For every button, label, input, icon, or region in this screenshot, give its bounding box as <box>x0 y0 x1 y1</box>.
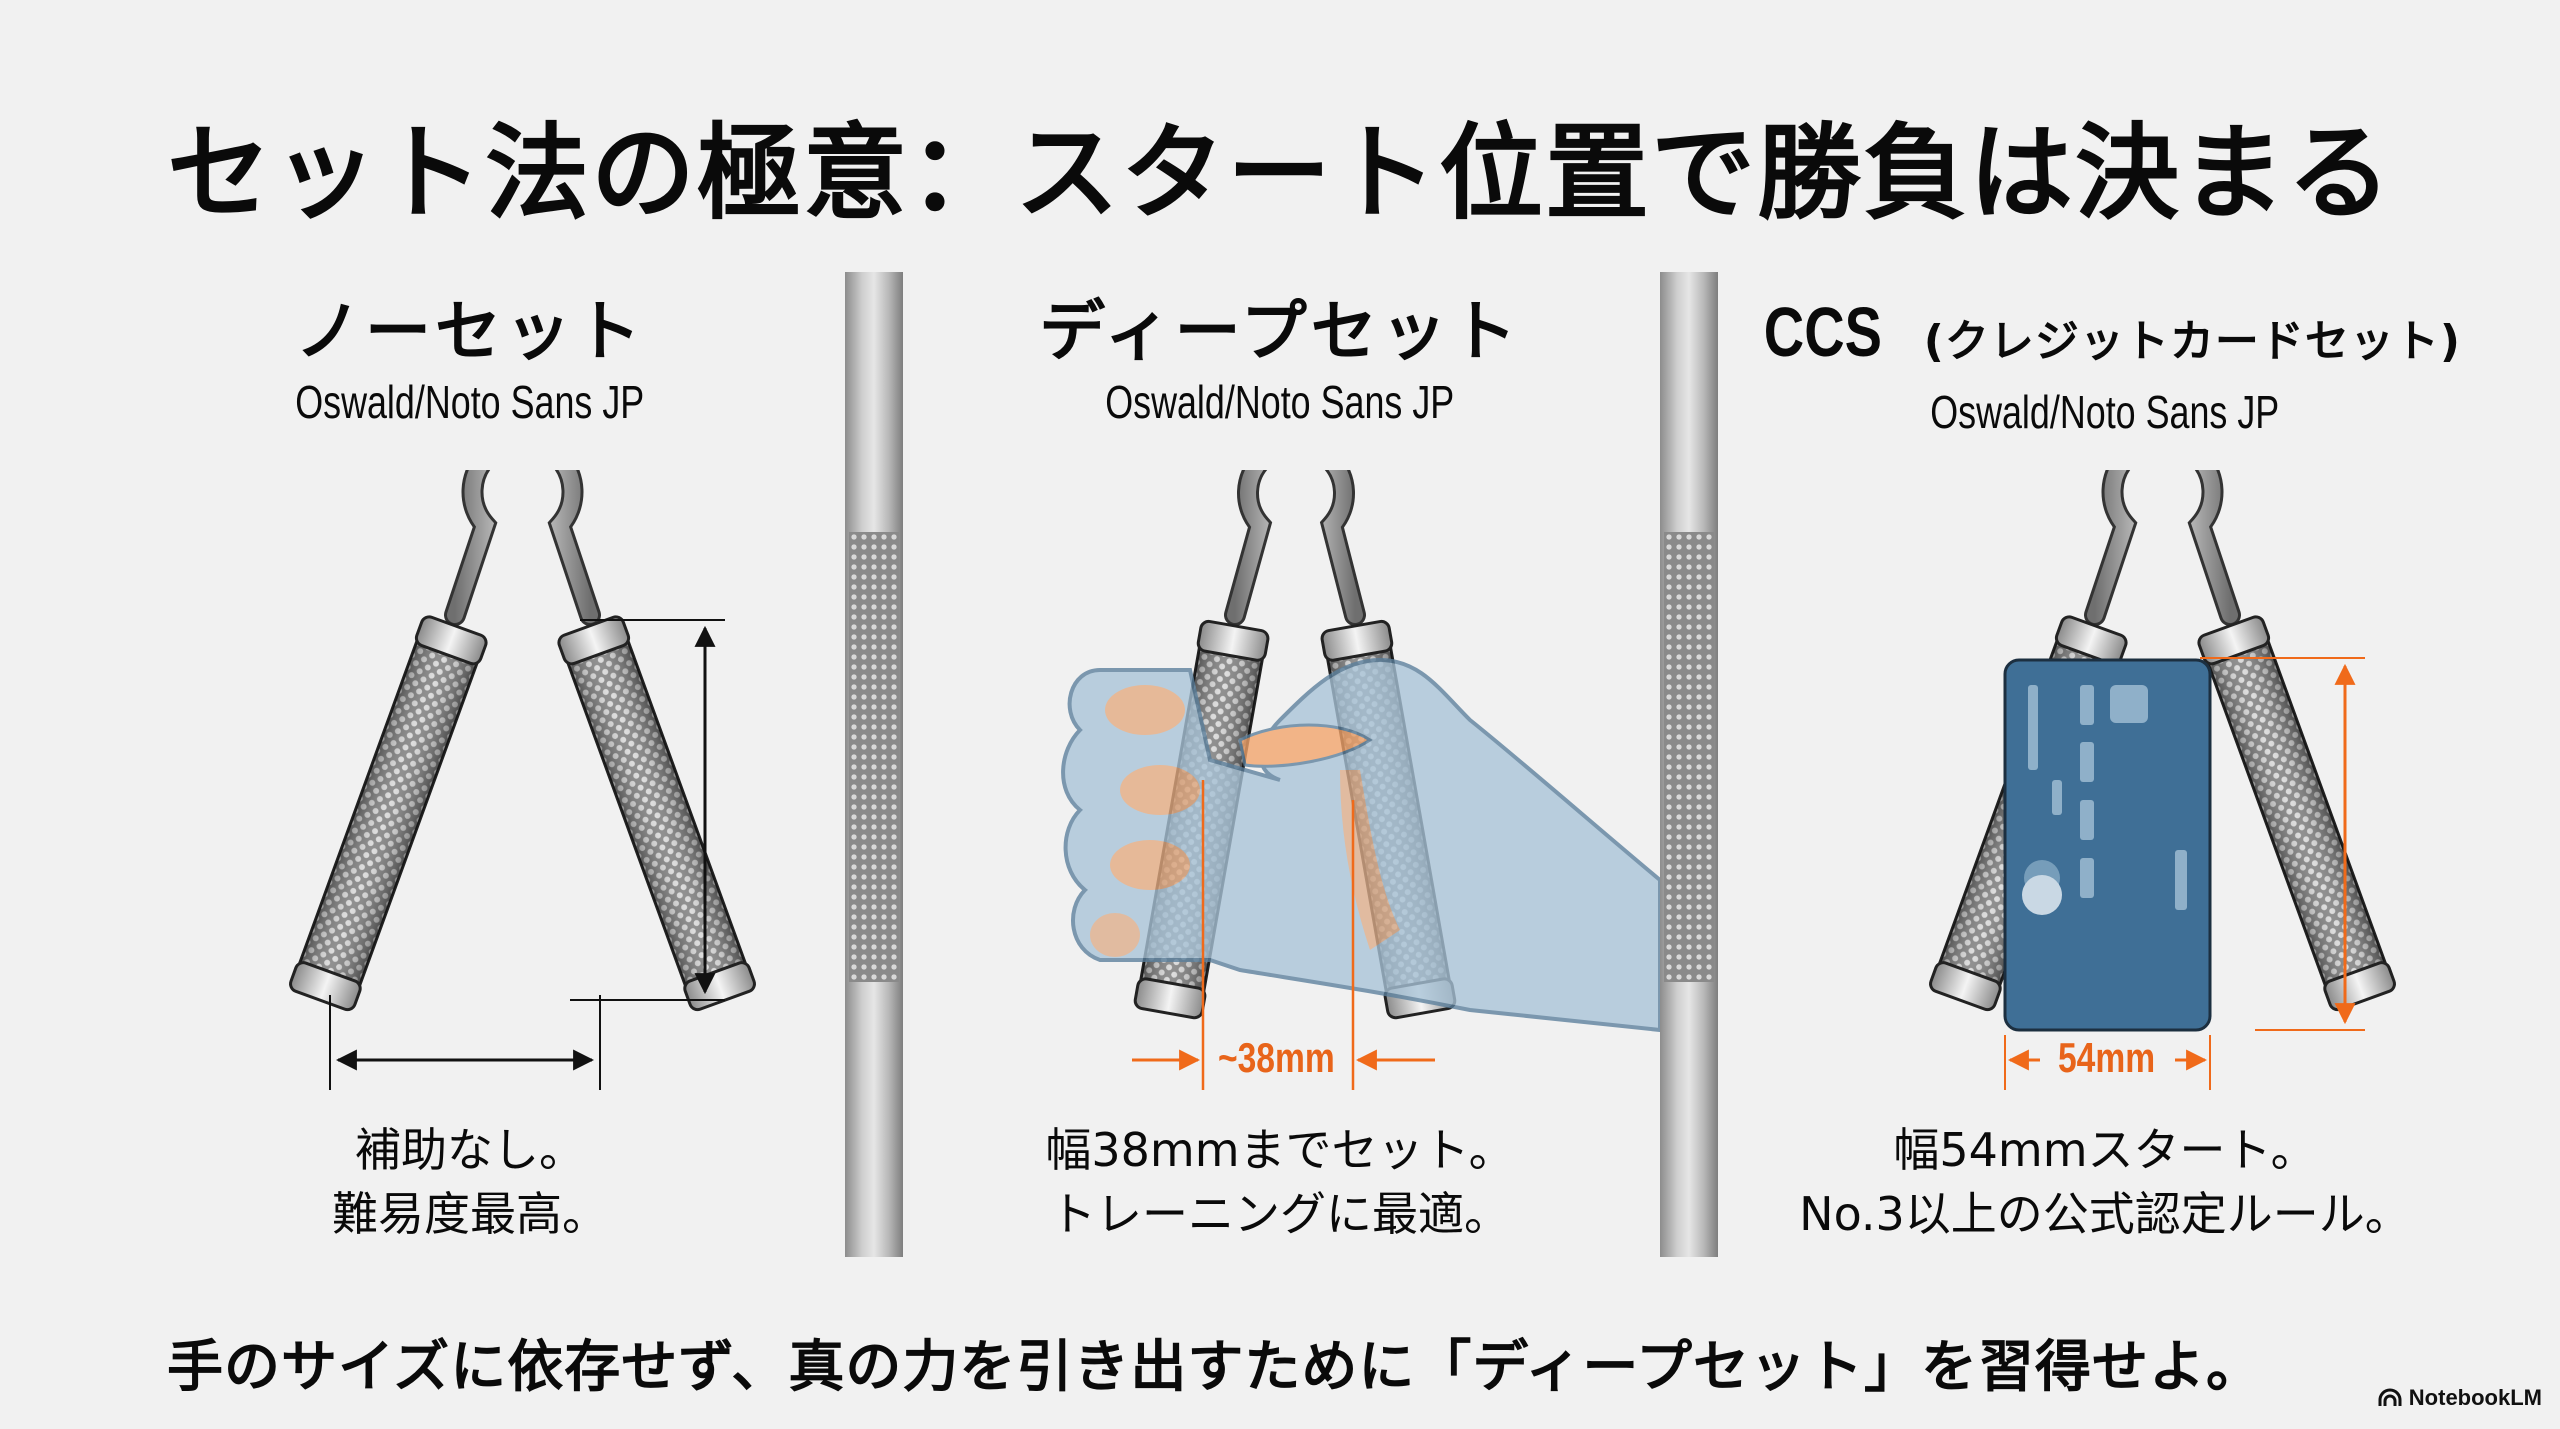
description-line: 幅38mmまでセット。 <box>1045 1123 1515 1177</box>
footer-message: 手のサイズに依存せず、真の力を引き出すために「ディープセット」を習得せよ。 <box>166 1335 2264 1400</box>
gripper-credit-card-set-illustration <box>1880 470 2400 1090</box>
font-note: Oswald/Noto Sans JP <box>1930 386 2280 438</box>
column-no-set-description: 補助なし。 難易度最高。 <box>70 1118 870 1246</box>
hand-icon <box>1061 657 1662 1033</box>
column-deep-set-description: 幅38mmまでセット。 トレーニングに最適。 <box>880 1118 1680 1246</box>
notebooklm-logo-icon <box>2378 1388 2402 1406</box>
column-title: ノーセット <box>295 293 645 370</box>
handle-separator-2 <box>1660 272 1718 1257</box>
page-title: セット法の極意：スタート位置で勝負は決まる <box>166 112 2393 234</box>
credit-card-icon <box>2003 658 2212 1032</box>
column-deep-set-header: ディープセット Oswald/Noto Sans JP <box>880 292 1680 432</box>
column-title: CCS (クレジットカードセット) <box>1705 292 2505 382</box>
column-title: ディープセット <box>1039 293 1521 370</box>
description-line: 補助なし。 <box>355 1123 585 1177</box>
description-line: No.3以上の公式認定ルール。 <box>1799 1187 2411 1241</box>
description-line: トレーニングに最適。 <box>1050 1187 1510 1241</box>
description-line: 難易度最高。 <box>332 1187 608 1241</box>
column-ccs-description: 幅54mmスタート。 No.3以上の公式認定ルール。 <box>1705 1118 2505 1246</box>
font-note: Oswald/Noto Sans JP <box>1105 376 1455 428</box>
handle-separator-1 <box>845 272 903 1257</box>
ccs-dimension-label: 54mm <box>2058 1034 2156 1081</box>
ccs-full-name: (クレジットカードセット) <box>1923 316 2461 367</box>
font-note: Oswald/Noto Sans JP <box>295 376 645 428</box>
deep-set-dimension-label: ~38mm <box>1218 1034 1335 1081</box>
gripper-deep-set-hand-illustration <box>1061 470 1662 1090</box>
gripper-open-no-set-illustration <box>240 470 760 1090</box>
brand-label: NotebookLM <box>2408 1385 2542 1410</box>
column-no-set-header: ノーセット Oswald/Noto Sans JP <box>70 292 870 432</box>
column-ccs-header: CCS (クレジットカードセット) Oswald/Noto Sans JP <box>1705 292 2505 442</box>
description-line: 幅54mmスタート。 <box>1893 1123 2317 1177</box>
brand-watermark: NotebookLM <box>2377 1385 2542 1411</box>
ccs-abbreviation: CCS <box>1763 293 1883 371</box>
